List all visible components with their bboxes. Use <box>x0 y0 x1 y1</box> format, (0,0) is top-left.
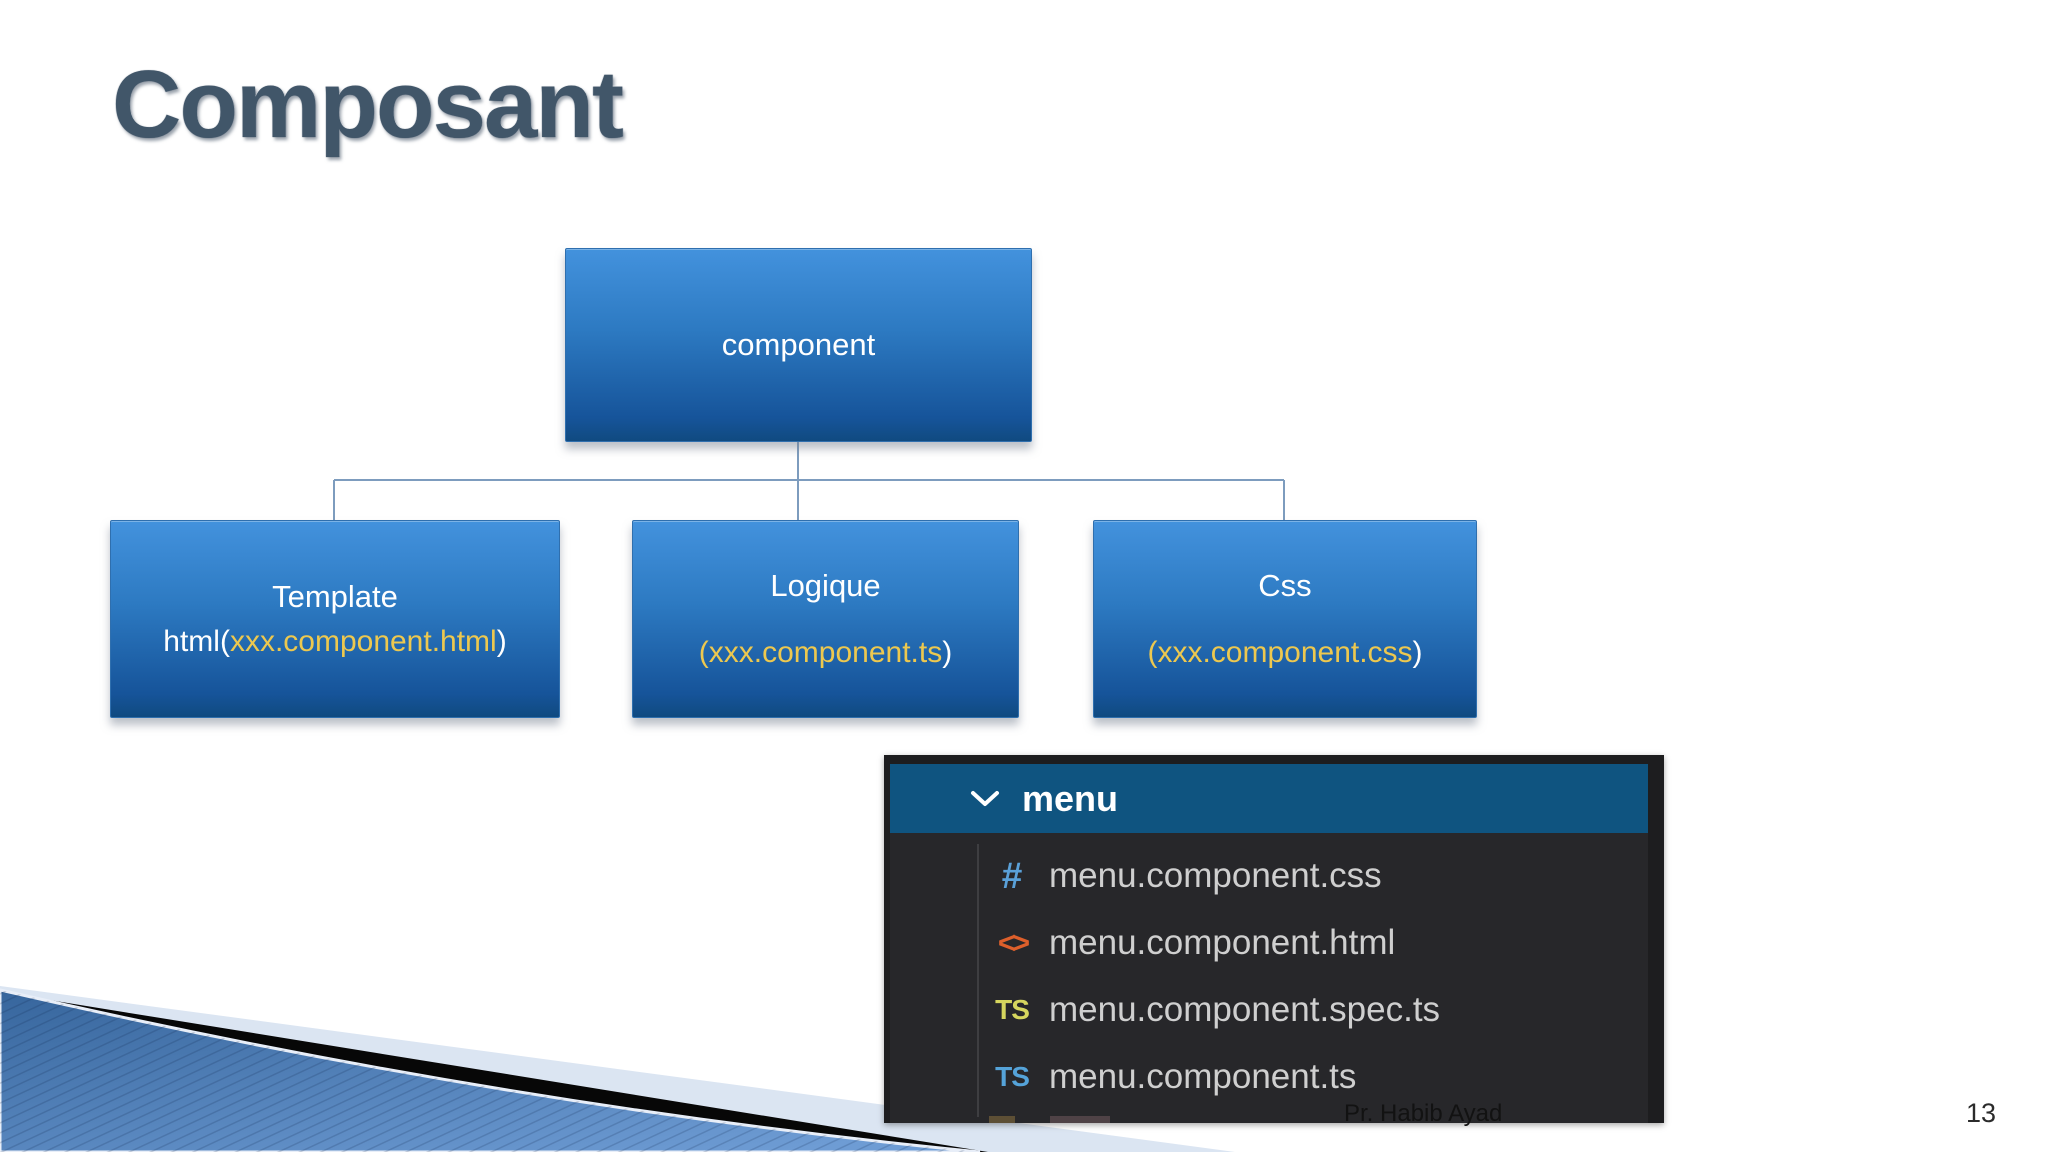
sublabel-filename: (xxx.component.ts <box>698 636 943 669</box>
html-icon: <> <box>997 924 1030 960</box>
node-label: Template <box>272 579 398 614</box>
folder-label: menu <box>1022 777 1119 819</box>
file-name: menu.component.css <box>1049 855 1382 895</box>
diagram-node-logique: Logique (xxx.component.ts) <box>632 520 1019 718</box>
sublabel-filename: (xxx.component.css <box>1147 636 1413 669</box>
node-sublabel: (xxx.component.ts) <box>699 636 952 670</box>
ts-icon: TS <box>995 1060 1030 1092</box>
sublabel-suffix: ) <box>496 625 507 658</box>
indent-guide <box>977 844 979 1117</box>
diagram-node-template: Template html(xxx.component.html) <box>110 520 560 718</box>
file-row-css[interactable]: # menu.component.css <box>890 842 1648 909</box>
page-title: Composant <box>112 51 624 158</box>
folder-row-menu[interactable]: menu <box>890 764 1648 833</box>
sublabel-suffix: ) <box>1412 636 1423 669</box>
clipped-icon <box>989 1116 1015 1123</box>
node-label: component <box>721 327 876 362</box>
diagram-node-css: Css (xxx.component.css) <box>1093 520 1477 718</box>
file-name: menu.component.html <box>1049 922 1396 962</box>
file-row-ts[interactable]: TS menu.component.ts <box>890 1043 1648 1110</box>
node-sublabel: html(xxx.component.html) <box>163 625 506 659</box>
file-row-spec-ts[interactable]: TS menu.component.spec.ts <box>890 976 1648 1043</box>
node-label: Logique <box>770 568 881 603</box>
node-sublabel: (xxx.component.css) <box>1147 636 1422 670</box>
node-label: Css <box>1258 568 1312 603</box>
diagram-node-component: component <box>565 248 1032 442</box>
explorer-file-tree: menu # menu.component.css <> menu.compon… <box>890 764 1648 1123</box>
chevron-down-icon <box>970 789 1000 809</box>
footer-author: Pr. Habib Ayad <box>1344 1100 1503 1127</box>
ts-spec-icon: TS <box>995 993 1030 1025</box>
vscode-explorer-panel: menu # menu.component.css <> menu.compon… <box>884 755 1664 1123</box>
sublabel-suffix: ) <box>942 636 953 669</box>
sublabel-prefix: html( <box>163 625 230 658</box>
clipped-text <box>1050 1116 1110 1123</box>
file-name: menu.component.spec.ts <box>1049 989 1441 1029</box>
clipped-file-row <box>890 1113 1648 1123</box>
file-name: menu.component.ts <box>1049 1056 1357 1096</box>
sublabel-filename: xxx.component.html <box>229 625 497 658</box>
page-number: 13 <box>1966 1098 1997 1128</box>
css-icon: # <box>1001 854 1023 896</box>
file-row-html[interactable]: <> menu.component.html <box>890 909 1648 976</box>
